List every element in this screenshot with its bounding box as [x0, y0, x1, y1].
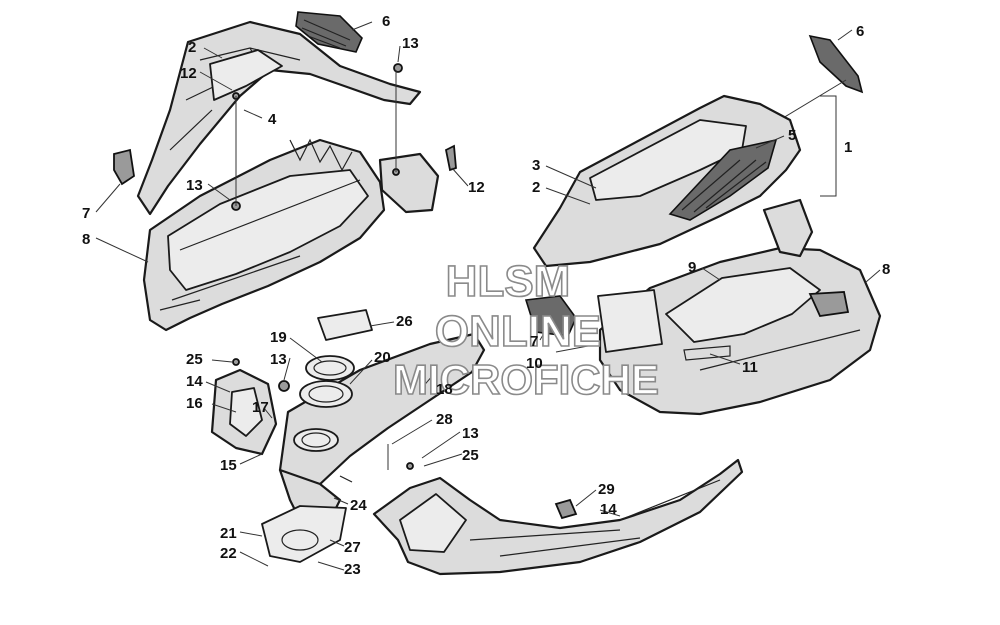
callout-14-left: 14 [186, 373, 203, 390]
callout-2-left: 2 [188, 39, 196, 56]
right-side-panel-assembly [524, 34, 882, 416]
callout-7-right: 7 [530, 333, 538, 350]
callout-20: 20 [374, 349, 391, 366]
callout-25-right: 25 [462, 447, 479, 464]
callout-12-right: 12 [468, 179, 485, 196]
watermark-line-2: ONLINE [435, 307, 601, 356]
callout-5: 5 [788, 127, 796, 144]
vent-grille-left [295, 11, 363, 53]
callout-21: 21 [220, 525, 237, 542]
callout-26: 26 [396, 313, 413, 330]
callout-22: 22 [220, 545, 237, 562]
callout-18: 18 [436, 381, 453, 398]
callout-7-left: 7 [82, 205, 90, 222]
callout-17: 17 [252, 399, 269, 416]
decal-sheet [597, 289, 663, 353]
callout-12-left: 12 [180, 65, 197, 82]
callout-13-mid: 13 [270, 351, 287, 368]
callout-8-right: 8 [882, 261, 890, 278]
callouts: 6 13 2 12 4 13 12 7 8 6 1 5 3 2 9 8 7 10… [82, 13, 890, 578]
side-decal-right [668, 138, 778, 221]
watermark-line-3: MICROFICHE [393, 356, 659, 403]
vent-grille-right [808, 34, 864, 94]
callout-2-right: 2 [532, 179, 540, 196]
callout-27: 27 [344, 539, 361, 556]
callout-10: 10 [526, 355, 543, 372]
callout-24: 24 [350, 497, 367, 514]
callout-13-top: 13 [402, 35, 419, 52]
left-hood-assembly [113, 11, 457, 332]
callout-6-left: 6 [382, 13, 390, 30]
belly-pan-assembly [372, 458, 744, 576]
upper-hood-panel-left [136, 20, 422, 216]
callout-4: 4 [268, 111, 277, 128]
callout-25-left: 25 [186, 351, 203, 368]
intake-assembly [210, 309, 486, 563]
leader-lines [95, 21, 881, 571]
headlight-lens-left [113, 148, 135, 186]
callout-8-left: 8 [82, 231, 90, 248]
callout-13-bottom: 13 [462, 425, 479, 442]
callout-3: 3 [532, 157, 540, 174]
callout-16: 16 [186, 395, 203, 412]
watermark: HLSM ONLINE MICROFICHE [392, 256, 660, 404]
callout-6-right: 6 [856, 23, 864, 40]
watermark-line-1: HLSM [446, 257, 571, 306]
callout-29: 29 [598, 481, 615, 498]
callout-15: 15 [220, 457, 237, 474]
callout-11: 11 [742, 359, 758, 376]
callout-28: 28 [436, 411, 453, 428]
callout-23: 23 [344, 561, 361, 578]
callout-14-right: 14 [600, 501, 617, 518]
callout-13-left: 13 [186, 177, 203, 194]
callout-9: 9 [688, 259, 696, 276]
belly-pan [372, 458, 744, 576]
mesh-insert [524, 295, 577, 337]
intake-duct [261, 505, 347, 563]
callout-19: 19 [270, 329, 287, 346]
callout-1: 1 [844, 139, 852, 156]
